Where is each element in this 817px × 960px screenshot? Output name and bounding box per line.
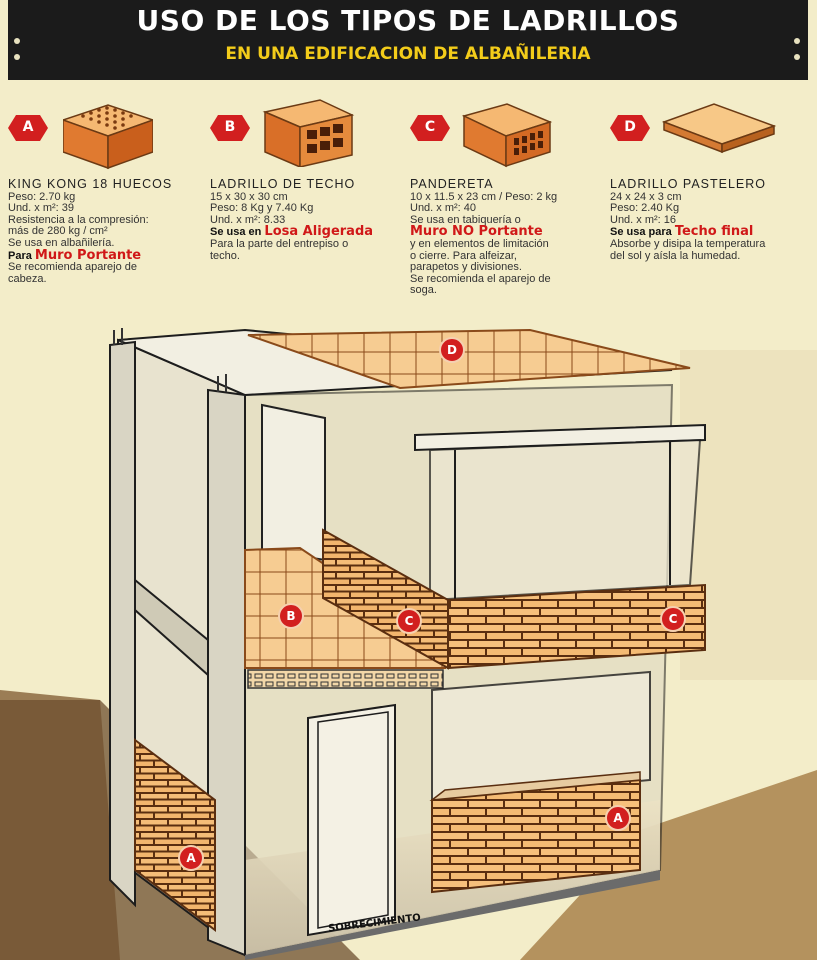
page-subtitle: EN UNA EDIFICACION DE ALBAÑILERIA xyxy=(225,44,591,64)
brick-note: o cierre. Para alfeizar, xyxy=(410,249,517,262)
balcony-glass xyxy=(429,438,702,602)
beam-left xyxy=(134,577,209,678)
brick-name: KING KONG 18 HUECOS xyxy=(8,177,173,191)
use-prefix: Para xyxy=(8,249,32,262)
brick-use: Para Muro Portante xyxy=(8,247,208,263)
hex-letter: B xyxy=(224,119,236,135)
brick-info-c: PANDERETA 10 x 11.5 x 23 cm / Peso: 2 kg… xyxy=(410,177,610,297)
roof-pastelero-tiles xyxy=(247,328,691,390)
brick-note: Se recomienda el aparejo de xyxy=(410,272,551,285)
roof-label-badge: D xyxy=(439,337,465,363)
brick-info-b: LADRILLO DE TECHO 15 x 30 x 30 cm Peso: … xyxy=(210,177,410,262)
brick-note: Absorbe y disipa la temperatura xyxy=(610,237,766,250)
brick-spec: Peso: 8 Kg y 7.40 Kg xyxy=(210,202,314,215)
wall-right-label-badge: A xyxy=(605,805,631,831)
use-highlight: Techo final xyxy=(674,224,754,240)
brick-name: LADRILLO DE TECHO xyxy=(210,177,356,191)
brick-spec: 24 x 24 x 3 cm xyxy=(610,190,682,203)
banner-dot xyxy=(794,54,800,60)
page-title: USO DE LOS TIPOS DE LADRILLOS xyxy=(136,4,680,37)
pandereta-brick-icon xyxy=(462,103,552,168)
parapet-right-label-badge: C xyxy=(660,606,686,632)
brick-note: cabeza. xyxy=(8,272,47,285)
brick-spec: Peso: 2.40 Kg xyxy=(610,202,680,215)
slab-hollow-bricks xyxy=(247,669,444,689)
front-door-inner xyxy=(317,711,389,929)
brick-spec: Und. x m²: 39 xyxy=(8,202,75,215)
kingkong-wall-cap xyxy=(429,771,641,801)
hex-letter: A xyxy=(22,119,34,135)
title-banner: USO DE LOS TIPOS DE LADRILLOS EN UNA EDI… xyxy=(8,0,808,80)
ground-window xyxy=(431,670,651,802)
banner-dot xyxy=(14,54,20,60)
brick-note: parapetos y divisiones. xyxy=(410,261,522,274)
use-highlight: Muro Portante xyxy=(34,247,142,263)
brick-info-a: KING KONG 18 HUECOS Peso: 2.70 kg Und. x… xyxy=(8,177,208,285)
use-prefix: Se usa en xyxy=(210,226,262,239)
brick-spec: Se usa en albañilería. xyxy=(8,236,115,249)
kingkong-wall-left xyxy=(134,738,216,932)
balcony-canopy xyxy=(414,423,706,452)
brick-spec: 15 x 30 x 30 cm xyxy=(210,190,288,203)
brick-use: Se usa en Losa Aligerada xyxy=(210,224,410,240)
brick-note: del sol y aísla la humedad. xyxy=(610,249,741,262)
pastelero-brick-icon xyxy=(662,103,777,154)
brick-spec: Und. x m²: 8.33 xyxy=(210,213,286,226)
kingkong-brick-icon xyxy=(63,104,153,170)
brick-note: Para la parte del entrepiso o xyxy=(210,237,349,250)
slab-label-badge: B xyxy=(278,603,304,629)
brick-info-d: LADRILLO PASTELERO 24 x 24 x 3 cm Peso: … xyxy=(610,177,810,262)
brick-spec: más de 280 kg / cm² xyxy=(8,225,108,238)
hex-badge: D xyxy=(610,115,650,141)
brick-spec: Und. x m²: 40 xyxy=(410,202,477,215)
brick-use: Muro NO Portante xyxy=(410,224,610,240)
brick-spec: Resistencia a la compresión: xyxy=(8,213,149,226)
hex-letter: D xyxy=(624,119,636,135)
brick-name: PANDERETA xyxy=(410,177,494,191)
brick-note: techo. xyxy=(210,249,240,262)
brick-note: y en elementos de limitación xyxy=(410,237,549,250)
hex-badge: C xyxy=(410,115,450,141)
use-highlight: Losa Aligerada xyxy=(264,224,374,240)
pandereta-wall-front xyxy=(447,583,706,670)
brick-spec: 10 x 11.5 x 23 cm / Peso: 2 kg xyxy=(410,190,558,203)
banner-dot xyxy=(794,38,800,44)
hex-letter: C xyxy=(424,119,436,135)
hex-badge: A xyxy=(8,115,48,141)
brick-note: Se recomienda aparejo de xyxy=(8,261,138,274)
use-prefix: Se usa para xyxy=(610,226,672,239)
column-left xyxy=(109,340,136,908)
brick-spec: Und. x m²: 16 xyxy=(610,213,677,226)
interior-door xyxy=(261,403,326,562)
brick-name: LADRILLO PASTELERO xyxy=(610,177,767,191)
front-door xyxy=(307,703,396,937)
banner-dot xyxy=(14,38,20,44)
use-highlight: Muro NO Portante xyxy=(410,224,543,240)
hex-badge: B xyxy=(210,115,250,141)
ground-plane-right xyxy=(520,770,817,960)
brick-spec: Peso: 2.70 kg xyxy=(8,190,76,203)
brick-note: soga. xyxy=(410,284,437,297)
brick-use: Se usa para Techo final xyxy=(610,224,810,240)
wall-left-label-badge: A xyxy=(178,845,204,871)
parapet-left-label-badge: C xyxy=(396,608,422,634)
sobrecimiento-strip xyxy=(245,870,660,960)
brick-spec: Se usa en tabiquería o xyxy=(410,213,521,226)
techo-brick-icon xyxy=(262,99,355,167)
